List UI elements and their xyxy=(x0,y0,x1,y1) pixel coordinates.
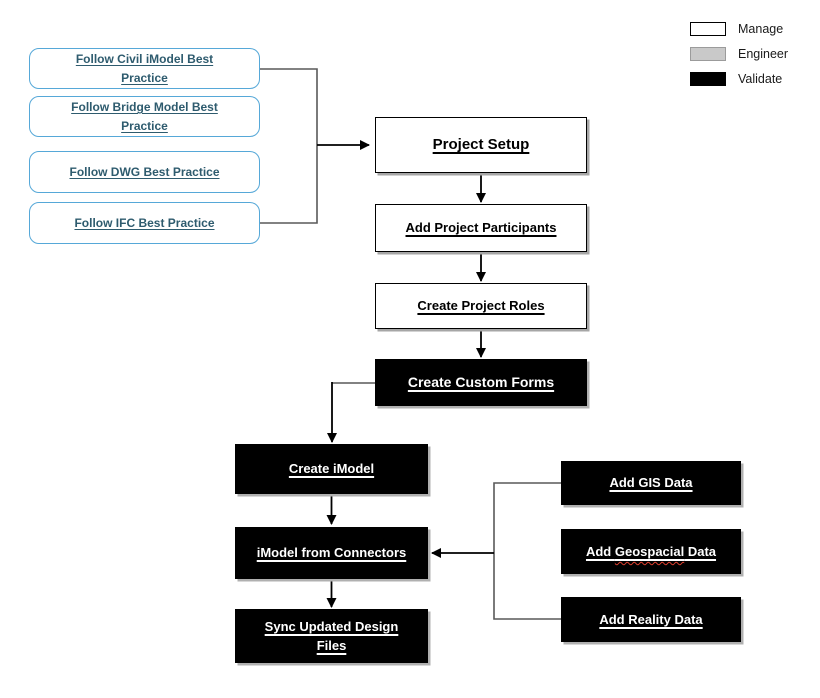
data-sources-bracket-line xyxy=(493,482,561,620)
node-create-imodel[interactable]: Create iModel xyxy=(235,444,428,494)
manage-swatch xyxy=(690,22,726,36)
legend-row-validate: Validate xyxy=(690,72,788,86)
node-sync-updated-design-files[interactable]: Sync Updated Design Files xyxy=(235,609,428,663)
node-label: iModel from Connectors xyxy=(256,545,407,561)
node-imodel-from-connectors[interactable]: iModel from Connectors xyxy=(235,527,428,579)
legend-row-manage: Manage xyxy=(690,22,788,36)
practice-bracket-line xyxy=(260,68,318,224)
legend-label-engineer: Engineer xyxy=(738,47,789,61)
node-label: Add GIS Data xyxy=(609,475,693,491)
label-suffix: Data xyxy=(684,543,717,559)
node-follow-dwg-best-practice[interactable]: Follow DWG Best Practice xyxy=(29,151,260,193)
node-label: Add Reality Data xyxy=(599,611,703,627)
node-label: Follow DWG Best Practice xyxy=(69,164,220,179)
node-label: Create Custom Forms xyxy=(407,374,555,390)
node-label: Create Project Roles xyxy=(417,298,545,314)
node-create-custom-forms[interactable]: Create Custom Forms xyxy=(375,359,587,406)
node-label: Sync Updated Design Files xyxy=(264,618,399,654)
node-add-gis-data[interactable]: Add GIS Data xyxy=(561,461,741,505)
label-prefix: Add xyxy=(585,543,615,559)
node-project-setup[interactable]: Project Setup xyxy=(375,117,587,173)
node-label: Add Geospacial Data xyxy=(586,542,716,562)
legend-label-manage: Manage xyxy=(738,22,784,36)
node-create-project-roles[interactable]: Create Project Roles xyxy=(375,283,587,329)
node-follow-bridge-model-best-practice[interactable]: Follow Bridge Model Best Practice xyxy=(29,96,260,137)
node-label: Create iModel xyxy=(288,461,375,477)
node-label: Follow IFC Best Practice xyxy=(74,215,215,230)
node-follow-civil-imodel-best-practice[interactable]: Follow Civil iModel Best Practice xyxy=(29,48,260,89)
node-label: Follow Bridge Model Best Practice xyxy=(71,99,218,133)
legend-row-engineer: Engineer xyxy=(690,47,788,61)
node-label: Add Project Participants xyxy=(405,220,557,236)
node-add-geospacial-data[interactable]: Add Geospacial Data xyxy=(561,529,741,574)
node-add-reality-data[interactable]: Add Reality Data xyxy=(561,597,741,642)
node-label: Follow Civil iModel Best Practice xyxy=(75,51,214,85)
legend: Manage Engineer Validate xyxy=(690,22,788,97)
node-follow-ifc-best-practice[interactable]: Follow IFC Best Practice xyxy=(29,202,260,244)
misspelled-word: Geospacial xyxy=(614,543,685,559)
node-label: Project Setup xyxy=(432,135,530,153)
legend-label-validate: Validate xyxy=(738,72,783,86)
engineer-swatch xyxy=(690,47,726,61)
node-add-project-participants[interactable]: Add Project Participants xyxy=(375,204,587,252)
validate-swatch xyxy=(690,72,726,86)
